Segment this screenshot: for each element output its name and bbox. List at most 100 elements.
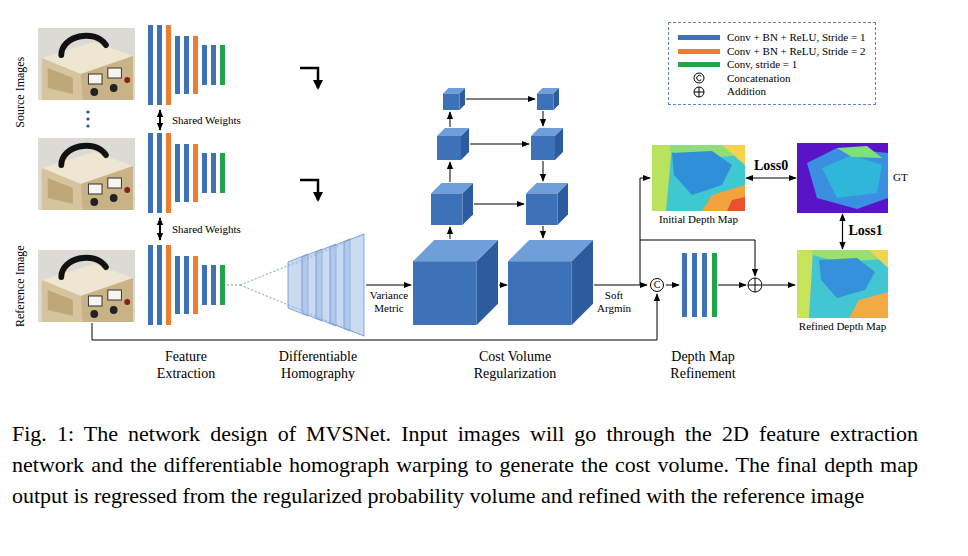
homography-frustum xyxy=(240,285,344,328)
stage-label: Differentiable Homography xyxy=(261,349,376,383)
legend-sample xyxy=(675,86,723,98)
ellipsis-dots xyxy=(86,117,89,120)
cost-volume-cube xyxy=(431,183,473,225)
legend-sample xyxy=(675,62,723,67)
flow-arrow xyxy=(543,161,544,181)
legend-sample xyxy=(675,72,723,84)
feature-extraction-layers xyxy=(148,25,225,105)
homography-frustum xyxy=(227,285,240,286)
operation-label: Soft Argmin xyxy=(590,289,638,315)
loss-label: Loss1 xyxy=(849,223,883,240)
legend-text: Conv + BN + ReLU, Stride = 2 xyxy=(727,45,865,58)
legend-box: Conv + BN + ReLU, Stride = 1Conv + BN + … xyxy=(668,22,876,105)
depth-map-panel: GT xyxy=(797,143,908,213)
input-photo xyxy=(38,28,135,322)
legend-symbol xyxy=(693,86,705,98)
legend-symbol xyxy=(694,87,704,97)
addition-symbol xyxy=(755,278,756,292)
flow-arrow xyxy=(666,285,679,286)
homography-frustum xyxy=(316,244,336,326)
homography-frustum xyxy=(240,234,364,336)
feature-extraction-layers xyxy=(148,25,225,325)
legend-text: Concatenation xyxy=(727,72,791,85)
homography-frustum xyxy=(288,254,308,316)
refinement-layers xyxy=(712,253,717,317)
legend-sample xyxy=(675,35,723,40)
stage-label: Cost Volume Regularization xyxy=(448,349,583,383)
warp-hook-arrow xyxy=(300,68,318,200)
cost-volume-cube xyxy=(437,128,469,160)
weight-sharing-label: Shared Weights xyxy=(172,114,241,127)
flow-arrow xyxy=(543,111,544,126)
side-label: Reference Image xyxy=(13,245,27,327)
legend-symbol xyxy=(697,76,701,81)
cost-volume-cube xyxy=(443,88,465,110)
loss-arrow xyxy=(746,177,796,178)
depth-map-image xyxy=(797,143,888,213)
operation-label: Variance Metric xyxy=(363,289,415,315)
flow-arrow xyxy=(450,162,451,182)
legend-row: Conv + BN + ReLU, Stride = 2 xyxy=(675,45,865,59)
legend-sample xyxy=(675,49,723,54)
legend-swatch xyxy=(678,62,720,67)
ellipsis-dots xyxy=(86,110,89,127)
legend-symbol xyxy=(694,87,704,97)
homography-frustum xyxy=(344,234,364,336)
legend-row: Concatenation xyxy=(675,72,865,86)
node-label: Initial Depth Map xyxy=(659,213,738,226)
depth-map-panel: Refined Depth Map xyxy=(797,250,888,333)
input-photo xyxy=(38,138,135,210)
side-label: Source Images xyxy=(13,57,27,128)
legend-symbol xyxy=(693,72,705,84)
legend-text: Conv + BN + ReLU, Stride = 1 xyxy=(727,31,865,44)
refinement-layers xyxy=(702,253,707,317)
warp-hook-arrow xyxy=(300,68,318,88)
flow-arrow xyxy=(450,112,451,127)
legend-text: Addition xyxy=(727,85,766,98)
legend-text: Conv, stride = 1 xyxy=(727,58,797,71)
legend-row: Conv + BN + ReLU, Stride = 1 xyxy=(675,31,865,45)
homography-frustum xyxy=(288,234,364,336)
depth-map-image xyxy=(797,143,888,213)
addition-symbol xyxy=(748,278,762,292)
shared-weight-arrow xyxy=(159,218,161,240)
depth-map-image xyxy=(797,250,888,318)
node-label: C xyxy=(654,280,661,290)
flow-arrow xyxy=(499,285,507,286)
depth-map-image xyxy=(797,250,888,318)
warp-hook-arrow xyxy=(300,180,318,200)
homography-frustum xyxy=(227,234,364,336)
depth-map-panel: Initial Depth Map xyxy=(652,145,745,226)
refinement-layers xyxy=(692,253,697,317)
cost-volume-cube xyxy=(531,128,563,160)
flow-arrow xyxy=(718,285,746,286)
node-label: Refined Depth Map xyxy=(799,320,886,333)
legend-row: Conv, stride = 1 xyxy=(675,58,865,72)
cost-volume-cube xyxy=(537,88,559,110)
addition-symbol xyxy=(748,285,762,286)
homography-frustum xyxy=(240,285,364,336)
shared-weight-arrow xyxy=(159,110,161,130)
cost-volume-cube xyxy=(526,183,568,225)
depth-map-image xyxy=(652,145,745,211)
node-label: GT xyxy=(893,171,908,184)
refinement-layers xyxy=(682,253,717,317)
homography-frustum xyxy=(240,234,364,285)
flow-arrow xyxy=(640,178,650,285)
stage-label: Depth Map Refinement xyxy=(651,349,756,383)
flow-arrow xyxy=(474,204,524,205)
flow-arrow xyxy=(594,285,647,286)
concat-circle: C xyxy=(650,278,664,292)
flow-arrow xyxy=(763,285,795,286)
ellipsis-dots xyxy=(86,124,89,127)
homography-frustum xyxy=(240,244,344,285)
flow-arrow xyxy=(450,227,451,239)
cost-volume-cube xyxy=(508,240,593,325)
figure-caption: Fig. 1: The network design of MVSNet. In… xyxy=(12,418,918,511)
legend-swatch xyxy=(678,49,720,54)
flow-arrow xyxy=(366,285,411,286)
shared-weight-arrow xyxy=(159,110,161,240)
weight-sharing-label: Shared Weights xyxy=(172,223,241,236)
flow-arrow xyxy=(543,226,544,238)
flow-arrow xyxy=(466,99,535,100)
